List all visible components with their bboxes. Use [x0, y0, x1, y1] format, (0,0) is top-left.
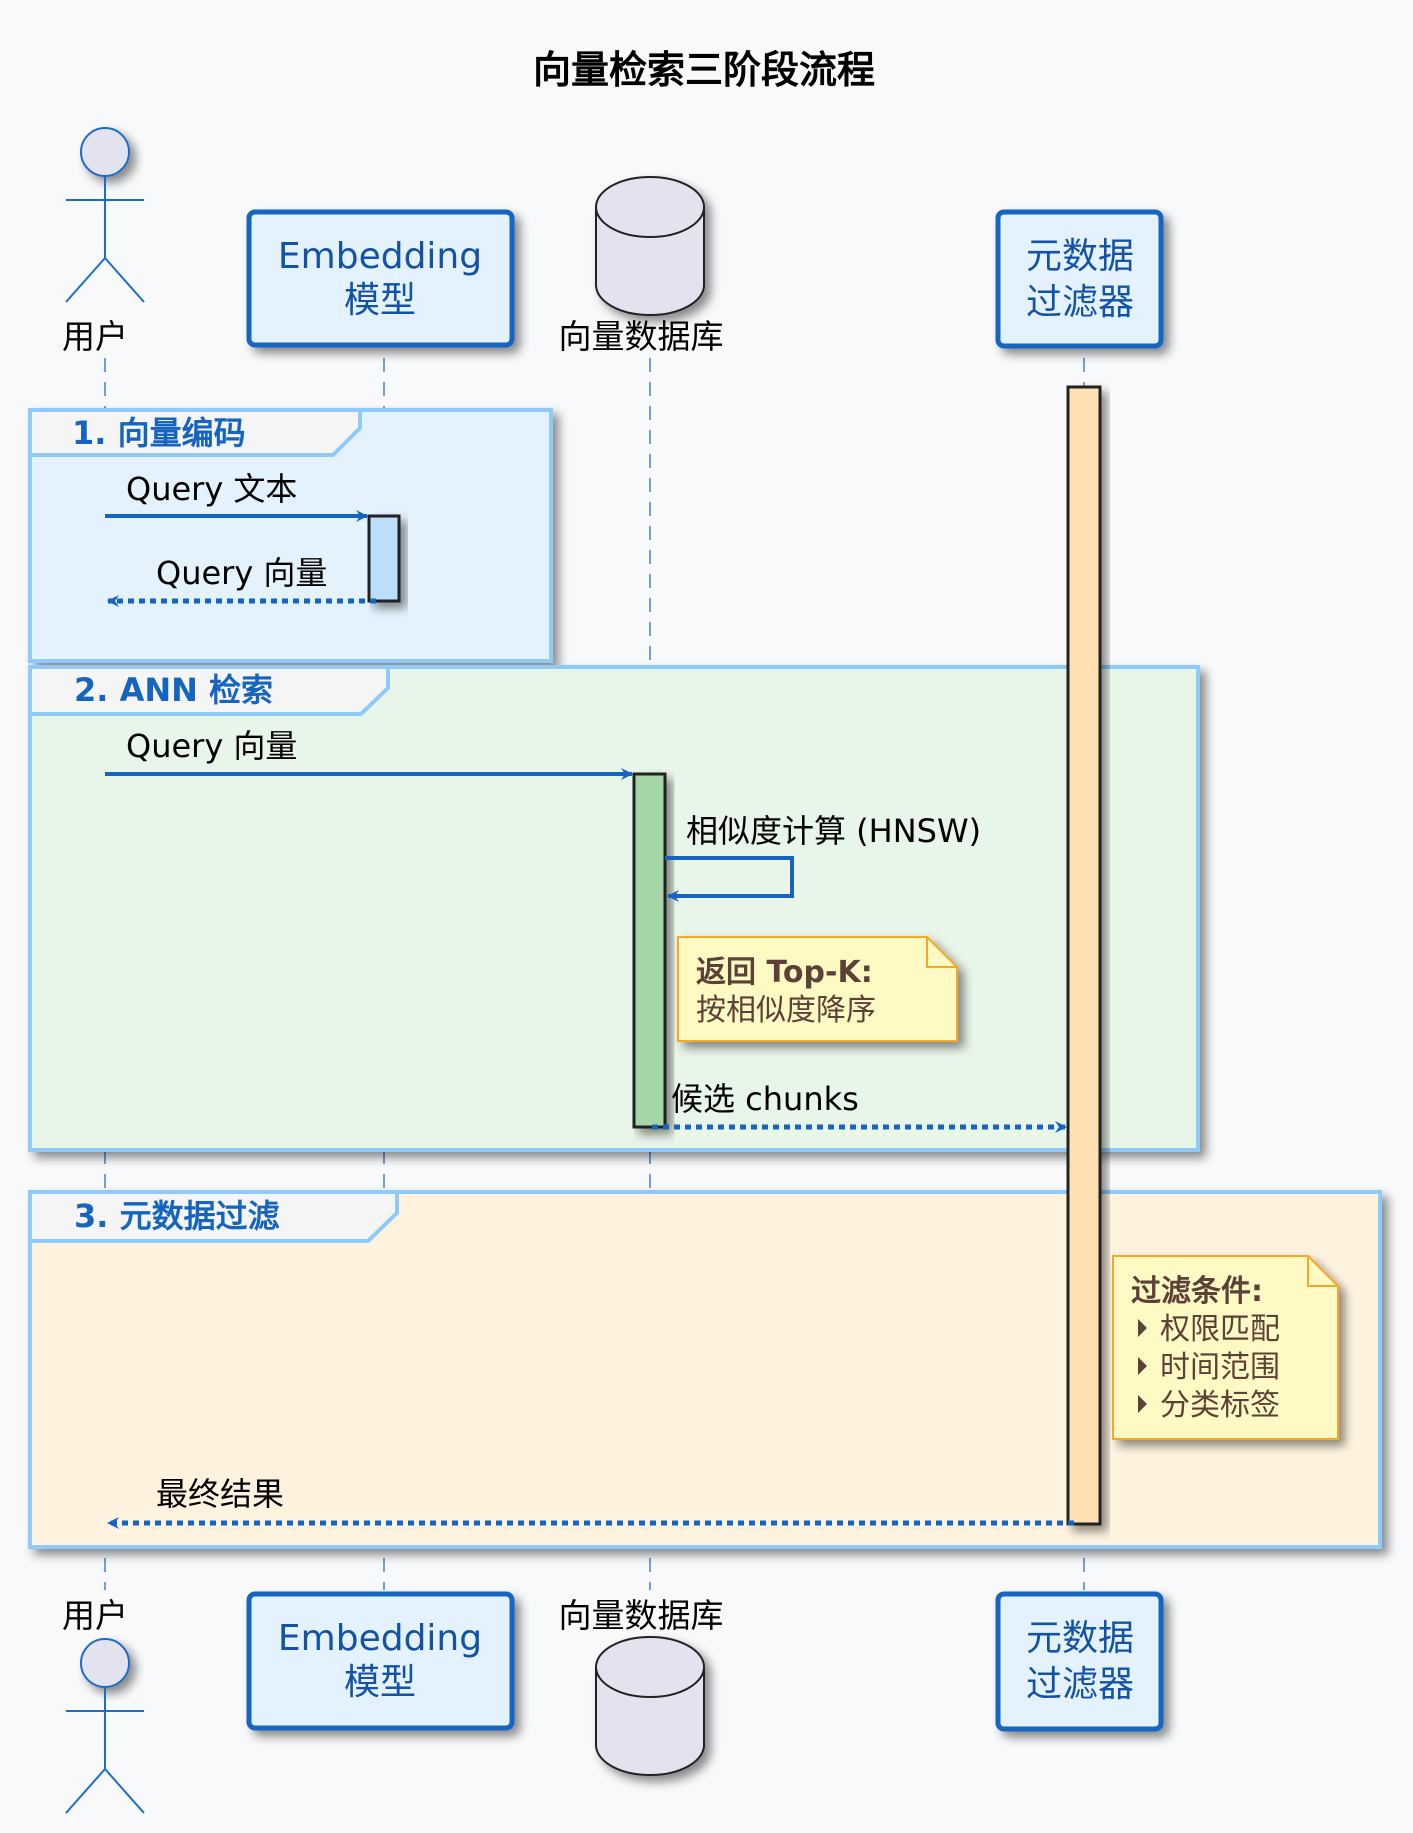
- participant-embedding-bottom: Embedding 模型: [246, 1591, 515, 1731]
- svg-text:权限匹配: 权限匹配: [1160, 1312, 1280, 1347]
- svg-text:Query 向量: Query 向量: [156, 554, 327, 592]
- message-query-vector-return: Query 向量: [107, 554, 376, 607]
- svg-text:过滤条件:: 过滤条件:: [1131, 1274, 1263, 1309]
- group-label: 1. 向量编码: [72, 414, 246, 452]
- svg-text:用户: 用户: [62, 1596, 128, 1635]
- message-similarity-self: 相似度计算 (HNSW): [665, 812, 981, 902]
- activation-embedding: [367, 514, 401, 603]
- svg-text:向量数据库: 向量数据库: [559, 1596, 724, 1635]
- svg-text:候选 chunks: 候选 chunks: [671, 1080, 859, 1118]
- participant-filter-bottom: 元数据 过滤器: [995, 1591, 1164, 1732]
- activation-vectordb: [632, 772, 667, 1129]
- participant-user-top: 用户: [62, 127, 145, 356]
- participant-vectordb-top: 向量数据库: [559, 176, 724, 356]
- svg-text:Embedding: Embedding: [278, 1618, 482, 1659]
- participant-user-bottom: 用户: [62, 1596, 145, 1814]
- svg-text:用户: 用户: [62, 317, 128, 356]
- database-icon: [595, 176, 705, 316]
- message-candidate-chunks: 候选 chunks: [652, 1080, 1067, 1133]
- group-ann-search: 2. ANN 检索: [28, 665, 1200, 1152]
- svg-text:Query 文本: Query 文本: [126, 470, 297, 508]
- group-label: 2. ANN 检索: [74, 671, 273, 709]
- message-final-result: 最终结果: [107, 1475, 1074, 1529]
- triangle-right-icon: [1138, 1395, 1147, 1413]
- actor-icon: [65, 127, 145, 303]
- note-topk: 返回 Top-K: 按相似度降序: [677, 936, 958, 1042]
- svg-text:过滤器: 过滤器: [1026, 1664, 1134, 1705]
- diagram-title: 向量检索三阶段流程: [533, 48, 875, 92]
- svg-text:模型: 模型: [344, 1662, 416, 1703]
- svg-text:元数据: 元数据: [1026, 1618, 1134, 1659]
- svg-text:元数据: 元数据: [1026, 236, 1134, 277]
- database-icon: [595, 1636, 705, 1776]
- participant-vectordb-bottom: 向量数据库: [559, 1596, 724, 1776]
- svg-text:相似度计算 (HNSW): 相似度计算 (HNSW): [686, 812, 981, 850]
- message-query-vector: Query 向量: [105, 727, 633, 780]
- svg-text:Embedding: Embedding: [278, 236, 482, 277]
- note-filter-conditions: 过滤条件: 权限匹配 时间范围 分类标签: [1112, 1255, 1339, 1440]
- svg-text:模型: 模型: [344, 280, 416, 321]
- group-vector-encoding: 1. 向量编码: [28, 408, 553, 663]
- actor-icon: [65, 1638, 145, 1814]
- participant-filter-top: 元数据 过滤器: [995, 209, 1164, 349]
- svg-text:Query 向量: Query 向量: [126, 727, 297, 765]
- svg-text:分类标签: 分类标签: [1160, 1388, 1280, 1423]
- message-query-text: Query 文本: [105, 470, 368, 522]
- svg-text:时间范围: 时间范围: [1160, 1350, 1280, 1385]
- svg-text:按相似度降序: 按相似度降序: [696, 993, 876, 1028]
- svg-text:向量数据库: 向量数据库: [559, 317, 724, 356]
- svg-text:最终结果: 最终结果: [156, 1475, 284, 1513]
- svg-text:返回 Top-K:: 返回 Top-K:: [696, 955, 873, 990]
- triangle-right-icon: [1138, 1357, 1147, 1375]
- triangle-right-icon: [1138, 1319, 1147, 1337]
- group-label: 3. 元数据过滤: [74, 1197, 280, 1235]
- svg-text:过滤器: 过滤器: [1026, 282, 1134, 323]
- activation-filter: [1066, 385, 1102, 1526]
- participant-embedding-top: Embedding 模型: [246, 209, 515, 348]
